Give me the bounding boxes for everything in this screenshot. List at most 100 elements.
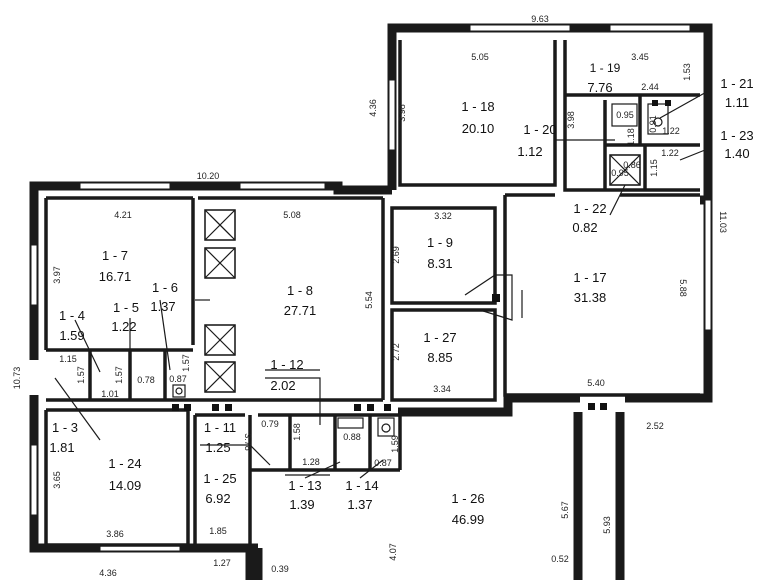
dim-label: 1.22 [661,148,679,158]
dim-label: 0.87 [169,374,187,384]
room-1-20-id: 1 - 20 [523,122,556,137]
dim-label: 2.72 [391,343,401,361]
dim-label: 1.59 [390,435,400,453]
dim-label: 1.01 [101,389,119,399]
room-1-12-id: 1 - 12 [270,357,303,372]
room-1-8-area: 27.71 [284,303,317,318]
room-1-26-area: 46.99 [452,512,485,527]
dim-label: 2.69 [391,246,401,264]
room-1-12-area: 2.02 [270,378,295,393]
dim-label: 1.28 [302,457,320,467]
dim-label: 0.95 [611,168,629,178]
room-1-18-id: 1 - 18 [461,99,494,114]
dim-label: 0.87 [374,458,392,468]
room-1-23-area: 1.40 [724,146,749,161]
dim-label: 1.53 [682,63,692,81]
dim-label: 0.39 [271,564,289,574]
dim-label: 0.52 [551,554,569,564]
dim-label: 3.32 [434,211,452,221]
dim-label: 10.73 [12,367,22,390]
dim-label: 3.98 [566,111,576,129]
room-1-23-id: 1 - 23 [720,128,753,143]
room-1-22-area: 0.82 [572,220,597,235]
dim-label: 10.20 [197,171,220,181]
dim-label: 3.86 [106,529,124,539]
dim-label: 1.18 [626,128,636,146]
room-1-5-area: 1.22 [111,319,136,334]
room-1-3-area: 1.81 [49,440,74,455]
dim-label: 0.78 [137,375,155,385]
dim-label: 3.65 [52,471,62,489]
dim-label: 3.97 [52,266,62,284]
dim-label: 4.21 [114,210,132,220]
room-1-6-area: 1.37 [150,299,175,314]
dim-label: 5.54 [364,291,374,309]
room-1-24-id: 1 - 24 [108,456,141,471]
ventilation-shafts [204,154,641,393]
dim-label: 4.07 [388,543,398,561]
dim-label: 5.88 [678,279,688,297]
dim-label: 3.34 [433,384,451,394]
dim-label: 0.91 [648,115,658,133]
room-1-11-area: 1.25 [205,440,230,455]
room-1-18-area: 20.10 [462,121,495,136]
dim-label: 1.27 [213,558,231,568]
room-1-19-area: 7.76 [587,80,612,95]
dim-label: 3.78 [243,433,253,451]
dim-label: 1.22 [662,126,680,136]
room-1-27-id: 1 - 27 [423,330,456,345]
inner-walls [44,40,700,547]
room-labels: 1 - 18 20.10 1 - 19 7.76 1 - 20 1.12 1 -… [49,61,753,527]
room-1-17-area: 31.38 [574,290,607,305]
dim-label: 1.15 [59,354,77,364]
utility-markers [172,100,671,411]
dim-label: 4.36 [99,568,117,578]
dim-label: 1.58 [292,423,302,441]
room-1-19-id: 1 - 19 [590,61,621,75]
dim-label: 1.85 [209,526,227,536]
dim-label: 3.98 [397,104,407,122]
leader-lines [54,89,711,479]
dim-label: 4.36 [368,99,378,117]
room-1-9-id: 1 - 9 [427,235,453,250]
dim-label: 1.57 [181,354,191,372]
dim-label: 1.57 [76,366,86,384]
dim-label: 5.05 [471,52,489,62]
dim-label: 2.52 [646,421,664,431]
dimension-labels: 9.63 5.05 3.45 1.53 2.44 4.36 3.98 3.98 … [12,14,728,578]
room-1-11-id: 1 - 11 [204,420,236,435]
windows [30,24,712,552]
dim-label: 2.44 [641,82,659,92]
dim-label: 5.67 [560,501,570,519]
dim-label: 0.79 [261,419,279,429]
dim-label: 5.40 [587,378,605,388]
dim-label: 1.15 [649,159,659,177]
room-1-5-id: 1 - 5 [113,300,139,315]
room-1-14-id: 1 - 14 [345,478,378,493]
dim-label: 0.86 [623,160,641,170]
room-1-17-id: 1 - 17 [573,270,606,285]
corridor-step [464,274,513,321]
dim-label: 1.57 [114,366,124,384]
room-1-25-id: 1 - 25 [203,471,236,486]
room-1-3-id: 1 - 3 [52,420,78,435]
room-1-26-id: 1 - 26 [451,491,484,506]
room-1-22-id: 1 - 22 [573,201,606,216]
room-1-25-area: 6.92 [205,491,230,506]
room-1-20-area: 1.12 [517,144,542,159]
room-1-4-area: 1.59 [59,328,84,343]
dim-label: 11.03 [718,211,728,233]
dim-label: 0.88 [343,432,361,442]
room-1-9-area: 8.31 [427,256,452,271]
room-1-7-id: 1 - 7 [102,248,128,263]
room-1-13-id: 1 - 13 [288,478,321,493]
room-1-13-area: 1.39 [289,497,314,512]
room-1-4-id: 1 - 4 [59,308,85,323]
dim-label: 3.45 [631,52,649,62]
room-1-6-id: 1 - 6 [152,280,178,295]
dim-label: 5.08 [283,210,301,220]
dim-label: 9.63 [531,14,549,24]
room-1-14-area: 1.37 [347,497,372,512]
dim-label: 0.95 [616,110,634,120]
